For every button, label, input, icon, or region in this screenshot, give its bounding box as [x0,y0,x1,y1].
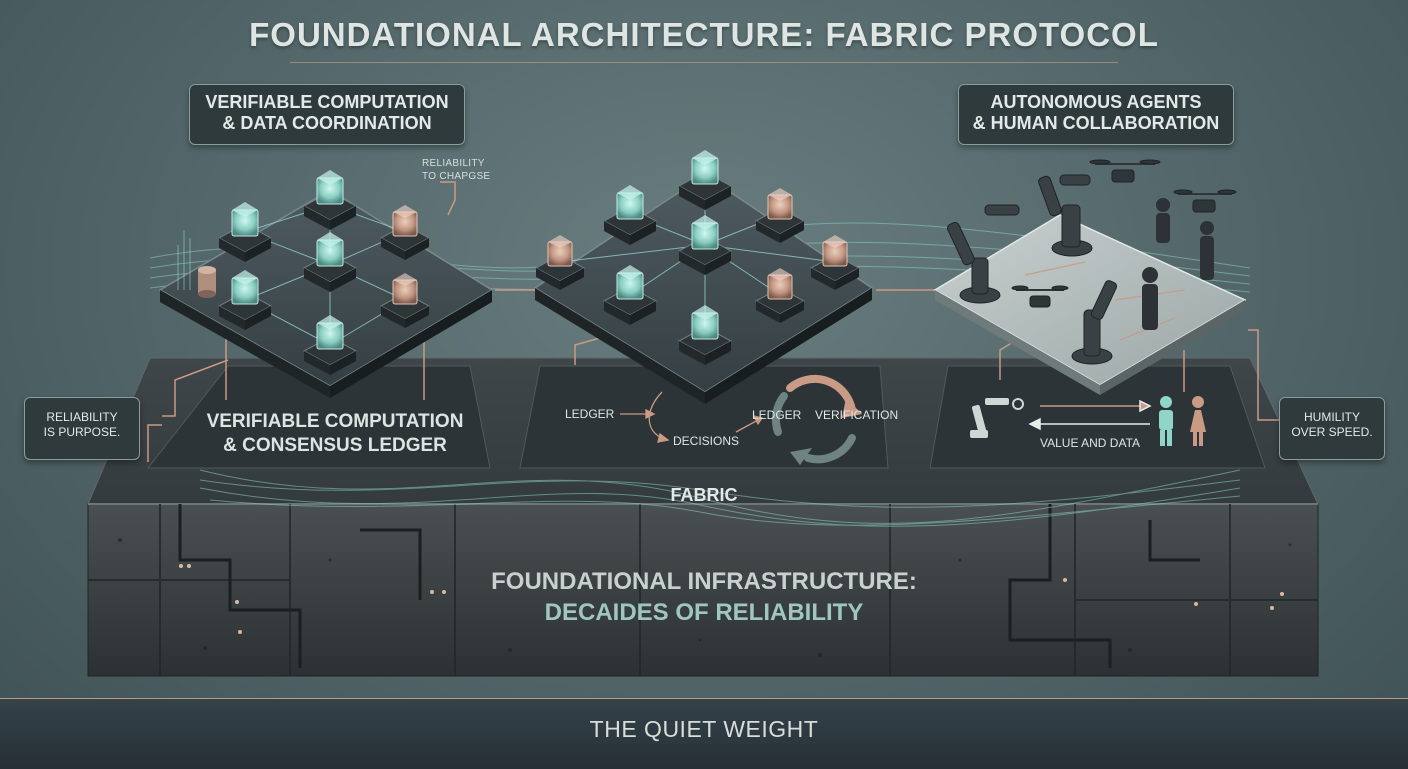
middle-ledger-label: LEDGER [565,407,615,421]
annotation-line: OVER SPEED. [1291,425,1373,439]
right-value-data-label: VALUE AND DATA [1040,436,1141,450]
middle-verification-label: VERIFICATION [815,408,899,422]
foundation-label: FOUNDATIONAL INFRASTRUCTURE: DECAIDES OF… [0,566,1408,628]
left-network-platform [158,169,494,398]
label-line: AUTONOMOUS AGENTS [990,92,1202,112]
robot-arm-icon [946,204,1020,304]
panel-left-label: VERIFIABLE COMPUTATION & CONSENSUS LEDGE… [190,410,480,458]
panel-left [146,365,491,469]
label-line: VERIFIABLE COMPUTATION [205,92,449,112]
robot-arm-icon [1038,174,1093,257]
panel-middle [519,365,889,469]
title-divider [290,62,1118,63]
middle-decisions-label: DECISIONS [673,434,740,448]
verification-cycle-icon [771,374,862,465]
panel-line: & CONSENSUS LEDGER [223,435,447,456]
human-figure-icon [1142,198,1214,330]
label-verifiable-computation: VERIFIABLE COMPUTATION & DATA COORDINATI… [189,84,465,145]
page-title: FOUNDATIONAL ARCHITECTURE: FABRIC PROTOC… [249,16,1159,53]
annotation-line: TO CHAPGSE [422,171,491,182]
fabric-label: FABRIC [670,485,738,505]
annotation-line: RELIABILITY [46,410,118,424]
robot-arm-icon [1071,280,1118,365]
annotation-reliability-purpose: RELIABILITY IS PURPOSE. [24,397,140,460]
foundation-line-1: FOUNDATIONAL INFRASTRUCTURE: [491,568,917,595]
robot-collaboration-platform [933,159,1247,395]
drone-icon [1011,159,1237,308]
middle-cycle-ledger-label: LEDGER [752,408,802,422]
ledger-flow-arrows [620,391,764,443]
footer-bar [0,698,1408,769]
database-icon [198,266,216,298]
label-autonomous-agents: AUTONOMOUS AGENTS & HUMAN COLLABORATION [958,84,1234,145]
annotation-reliability-change: RELIABILITY TO CHAPGSE [422,157,490,183]
label-line: & DATA COORDINATION [222,113,432,133]
robot-arm-icon [970,398,1024,438]
connector-lines [147,181,1280,462]
person-pair-icon [1159,396,1173,446]
annotation-line: HUMILITY [1303,410,1360,424]
annotation-humility-speed: HUMILITY OVER SPEED. [1279,397,1385,460]
foundation-line-2: DECAIDES OF RELIABILITY [544,599,864,626]
person-pair-icon [1190,396,1206,446]
panel-line: VERIFIABLE COMPUTATION [206,411,464,432]
annotation-line: IS PURPOSE. [43,425,121,439]
label-line: & HUMAN COLLABORATION [972,113,1220,133]
value-data-arrows [1028,399,1152,431]
annotation-line: RELIABILITY [422,158,485,169]
footer-title: THE QUIET WEIGHT [589,716,819,742]
middle-network-platform [533,149,874,404]
